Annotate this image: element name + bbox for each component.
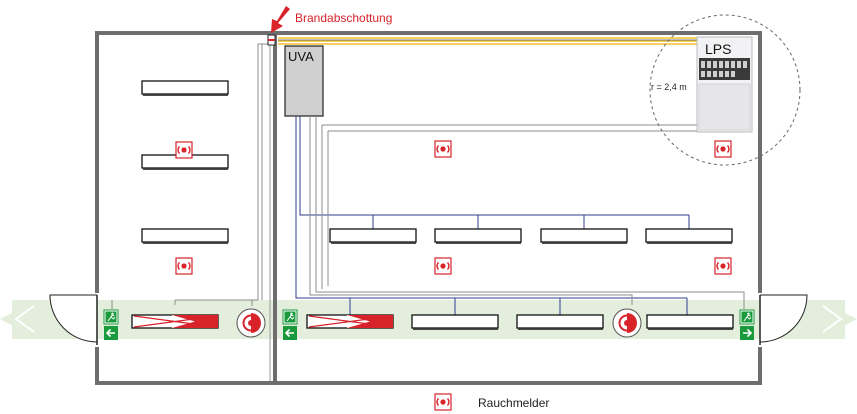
brandabschottung-label: Brandabschottung xyxy=(295,11,392,25)
smoke-detector-icon xyxy=(714,257,732,275)
escape-route-left-arrow-outline xyxy=(14,305,35,333)
smoke-detector-icon xyxy=(175,141,193,159)
building-walls xyxy=(95,31,762,385)
light-fixture xyxy=(540,228,628,244)
light-fixture xyxy=(516,314,604,330)
light-fixture xyxy=(645,228,733,244)
smoke-detector-icon xyxy=(175,257,193,275)
smoke-detector-icon xyxy=(434,140,452,158)
light-fixture xyxy=(646,314,734,330)
arrow-down-icon xyxy=(271,6,290,33)
emergency-light-fixture xyxy=(131,314,219,329)
cables-blue xyxy=(295,116,690,315)
emergency-spot-icon xyxy=(236,308,266,338)
radius-label: r = 2,4 m xyxy=(651,82,687,92)
lps-cabinet xyxy=(696,36,753,133)
power-cable-yellow xyxy=(278,37,697,45)
legend-rauchmelder-label: Rauchmelder xyxy=(478,396,549,410)
smoke-detector-icon xyxy=(714,140,732,158)
smoke-detector-icon xyxy=(434,257,452,275)
door-right-icon xyxy=(759,294,808,345)
light-fixture xyxy=(141,80,229,96)
light-fixture xyxy=(434,228,522,244)
cables-grey xyxy=(309,116,745,309)
escape-route-right-arrow-outline xyxy=(822,305,843,333)
lps-radius-circle xyxy=(649,14,801,166)
light-fixture xyxy=(411,314,499,330)
lps-label: LPS xyxy=(705,41,731,57)
light-fixture xyxy=(329,228,417,244)
cables-left-room xyxy=(111,43,268,309)
legend-smoke-detector-icon xyxy=(434,393,452,411)
emergency-spot-icon xyxy=(612,308,642,338)
uva-label: UVA xyxy=(288,49,314,64)
uva-distributor-box xyxy=(284,45,324,117)
light-fixture xyxy=(141,228,229,244)
door-left-icon xyxy=(49,294,98,345)
emergency-light-fixture xyxy=(306,314,394,329)
